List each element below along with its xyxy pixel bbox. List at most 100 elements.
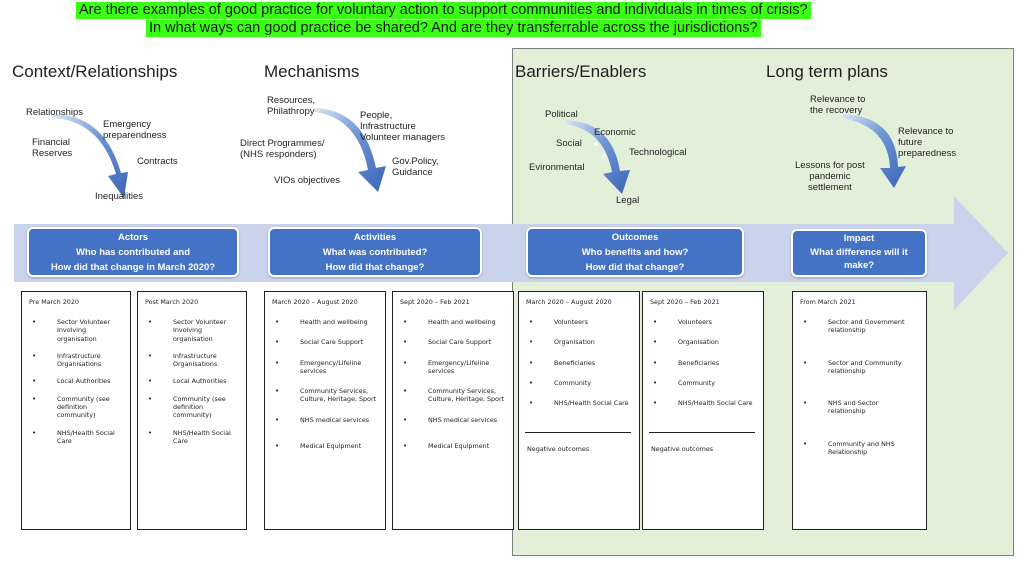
longterm-arrow [842,114,906,188]
card-title: Pre March 2020 [29,298,79,306]
list-item: NHS medical services [393,416,513,425]
label-resources-philanthropy: Resources, Philathropy [267,95,316,117]
header-long-term-plans: Long term plans [766,62,888,81]
list-item: Emergency/Lifeline services [265,359,385,376]
label-inequalities: Inequalities [95,191,144,202]
list-item: Infrastructure Organisations [138,352,246,369]
title-line-1: Are there examples of good practice for … [76,2,811,19]
list-item: Beneficiaries [643,359,763,368]
negative-outcomes-label: Negative outcomes [651,445,714,453]
card-impact-from-march-2021: From March 2021 Sector and Government re… [792,291,927,530]
label-financial-reserves: Financial Reserves [32,137,73,159]
card-activities-sep-feb: Sept 2020 – Feb 2021 Health and wellbein… [392,291,514,530]
impact-box: Impact What difference will it make? [791,229,927,277]
list-item: Community and NHS Relationship [793,440,918,457]
outcomes-line-2: Who benefits and how? [581,247,689,258]
card-outcomes-mar-aug-2020: March 2020 – August 2020 Volunteers Orga… [518,291,640,530]
card-title: March 2020 – August 2020 [526,298,612,306]
card-title: Sept 2020 – Feb 2021 [650,298,720,306]
list-item: Community [643,379,763,388]
label-people-infrastructure: People, Infrastructure Volunteer manager… [360,110,446,143]
card-activities-mar-aug-2020: March 2020 – August 2020 Health and well… [264,291,386,530]
card-title: March 2020 – August 2020 [272,298,358,306]
outcomes-line-3: How did that change? [585,262,685,273]
card-post-march-2020: Post March 2020 Sector Volunteer Involvi… [137,291,247,530]
list-item: NHS/Health Social Care [519,399,639,408]
outcomes-box: Outcomes Who benefits and how? How did t… [526,227,744,277]
list-item: Organisation [643,338,763,347]
header-barriers-enablers: Barriers/Enablers [515,62,647,81]
card-title: Sept 2020 – Feb 2021 [400,298,470,306]
label-legal: Legal [616,195,640,206]
list-item: NHS/Health Social Care [643,399,763,408]
list-item: Volunteers [643,318,763,327]
label-social: Social [556,138,582,149]
barriers-arrow [566,120,630,194]
list-item: Medical Equipment [265,442,385,451]
impact-line-3: make? [843,260,875,271]
divider [649,432,755,433]
list-item: Social Care Support [393,338,513,347]
label-economic: Economic [594,127,636,138]
list-item: Sector and Community relationship [793,359,918,376]
list-item: Health and wellbeing [265,318,385,327]
activities-line-3: How did that change? [325,262,425,273]
list-item: Community (see definition community) [22,395,130,420]
label-relationships: Relationships [26,107,84,118]
label-gov-policy: Gov.Policy, Guidance [392,156,439,178]
card-title: Post March 2020 [145,298,199,306]
label-technological: Technological [629,147,687,158]
title-line-2: In what ways can good practice be shared… [146,20,761,37]
label-lessons-post-pandemic: Lessons for post pandemic settlement [795,160,865,193]
list-item: Community (see definition community) [138,395,246,420]
actors-line-2: Who has contributed and [76,247,190,258]
label-relevance-future: Relevance to future preparedness [898,126,957,159]
list-item: Organisation [519,338,639,347]
impact-title: Impact [843,233,875,244]
actors-box: Actors Who has contributed and How did t… [27,227,239,277]
list-item: Community Services, Culture, Heritage, S… [265,387,385,404]
activities-title: Activities [353,232,397,243]
list-item: Infrastructure Organisations [22,352,130,369]
activities-line-2: What was contributed? [322,247,428,258]
impact-line-2: What difference will it [810,246,908,258]
divider [525,432,631,433]
list-item: Sector and Government relationship [793,318,918,335]
list-item: Sector Volunteer Involving organisation [138,318,246,343]
header-context-relationships: Context/Relationships [12,62,178,81]
label-political: Political [545,109,578,120]
header-mechanisms: Mechanisms [264,62,360,81]
list-item: Social Care Support [265,338,385,347]
label-contracts: Contracts [137,156,178,167]
list-item: NHS/Health Social Care [22,429,130,446]
card-title: From March 2021 [800,298,856,306]
list-item: Volunteers [519,318,639,327]
list-item: Community [519,379,639,388]
list-item: Community Services, Culture, Heritage, S… [393,387,513,404]
card-pre-march-2020: Pre March 2020 Sector Volunteer Involvin… [21,291,131,530]
list-item: Sector Volunteer Involving organisation [22,318,130,343]
activities-box: Activities What was contributed? How did… [268,227,482,277]
context-arrow [52,114,128,198]
list-item: NHS medical services [265,416,385,425]
list-item: Health and wellbeing [393,318,513,327]
card-outcomes-sep-feb: Sept 2020 – Feb 2021 Volunteers Organisa… [642,291,764,530]
flow-arrow-head [954,196,1008,310]
list-item: NHS and Sector relationship [793,399,918,416]
label-environmental: Evironmental [529,162,585,173]
label-direct-programmes: Direct Programmes/ (NHS responders) [240,138,325,160]
negative-outcomes-label: Negative outcomes [527,445,590,453]
list-item: Local Authorities [138,377,246,386]
label-emergency-preparedness: Emergency preparendness [103,119,167,141]
actors-title: Actors [117,232,149,243]
label-vios-objectives: VIOs objectives [274,175,340,186]
list-item: Medical Equipment [393,442,513,451]
list-item: Beneficiaries [519,359,639,368]
list-item: Emergency/Lifeline services [393,359,513,376]
actors-line-3: How did that change in March 2020? [50,262,216,273]
outcomes-title: Outcomes [611,232,659,243]
list-item: Local Authorities [22,377,130,386]
label-relevance-recovery: Relevance to the recovery [810,94,866,116]
list-item: NHS/Health Social Care [138,429,246,446]
